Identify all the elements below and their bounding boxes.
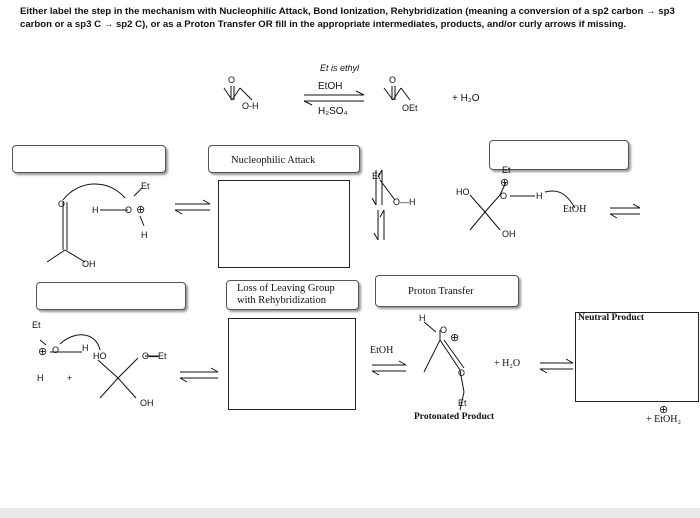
row3-o-label: O: [52, 345, 60, 355]
prot-o-label: O: [440, 325, 448, 335]
row1-carbonyl-o: O: [58, 199, 66, 209]
row1-charge-plus: ⊕: [136, 204, 146, 216]
row3-h-label: H: [82, 343, 89, 353]
row1-h-label: H: [92, 205, 99, 215]
et-note: Et is ethyl: [320, 63, 360, 73]
row1-oh-label: OH: [82, 259, 96, 269]
neutral-product-box[interactable]: [575, 312, 699, 402]
instructions: Either label the step in the mechanism w…: [20, 6, 675, 30]
tet-charge-plus: ⊕: [500, 177, 510, 189]
row1-h2-label: H: [141, 230, 148, 240]
catalyst-label: H₂SO₄: [318, 106, 348, 117]
row1-o-plus-label: O: [125, 205, 133, 215]
intermediate-box-2[interactable]: [228, 318, 356, 410]
prot-o2-label: O: [458, 368, 466, 378]
tet-oh-label: OH: [502, 229, 516, 239]
tet-et-label: Et: [502, 165, 511, 175]
tet-h-label: H: [536, 191, 543, 201]
carbonyl-oxygen-label: O: [228, 75, 236, 85]
row1r-et-label: Et: [372, 171, 381, 181]
acid-group-label: O-H: [242, 101, 259, 111]
water-byproduct-label: + H₂O: [452, 93, 480, 104]
step-label-box-3[interactable]: [36, 282, 186, 310]
reagent-label: EtOH: [318, 81, 343, 92]
step-label-proton-transfer: Proton Transfer: [375, 275, 519, 307]
intermediate-box-1[interactable]: [218, 180, 350, 268]
prot-charge-plus: ⊕: [450, 332, 460, 344]
prot-h-label: H: [419, 313, 426, 323]
row3-oh-label: OH: [140, 398, 154, 408]
step-label-box-2[interactable]: [489, 140, 629, 170]
etoh2-label: + EtOH₂: [646, 414, 681, 425]
protonated-product-label: Protonated Product: [414, 412, 495, 422]
step-label-nucleophilic-attack: Nucleophilic Attack: [208, 145, 360, 173]
tet-o-label: O: [500, 191, 508, 201]
step-label-loss-leaving-group: Loss of Leaving Group with Rehybridizati…: [226, 280, 359, 310]
row2-water-label: + H₂O: [494, 358, 521, 369]
step-label-box-1[interactable]: [12, 145, 166, 173]
neutral-product-label: Neutral Product: [578, 313, 645, 323]
bottom-edge: [0, 508, 700, 518]
tet-ho-label: HO: [456, 187, 470, 197]
row3-h2-label: H: [37, 373, 44, 383]
ester-group-label: OEt: [402, 103, 418, 113]
etoh2-charge-plus: ⊕: [659, 404, 669, 416]
row1r-oh-label: O—H: [393, 197, 416, 207]
row3-plus-label: +: [67, 373, 73, 383]
row3-ho-label: HO: [93, 351, 107, 361]
ester-carbonyl-label: O: [389, 75, 397, 85]
row1-et-label: Et: [141, 181, 150, 191]
row3-et-label: Et: [32, 320, 41, 330]
prot-et-label: Et: [458, 398, 467, 408]
row3-charge-plus: ⊕: [38, 346, 48, 358]
row1-etoh-label: EtOH: [563, 204, 587, 215]
row3-oet-label: O—Et: [142, 351, 167, 361]
row2-etoh-label: EtOH: [370, 345, 394, 356]
